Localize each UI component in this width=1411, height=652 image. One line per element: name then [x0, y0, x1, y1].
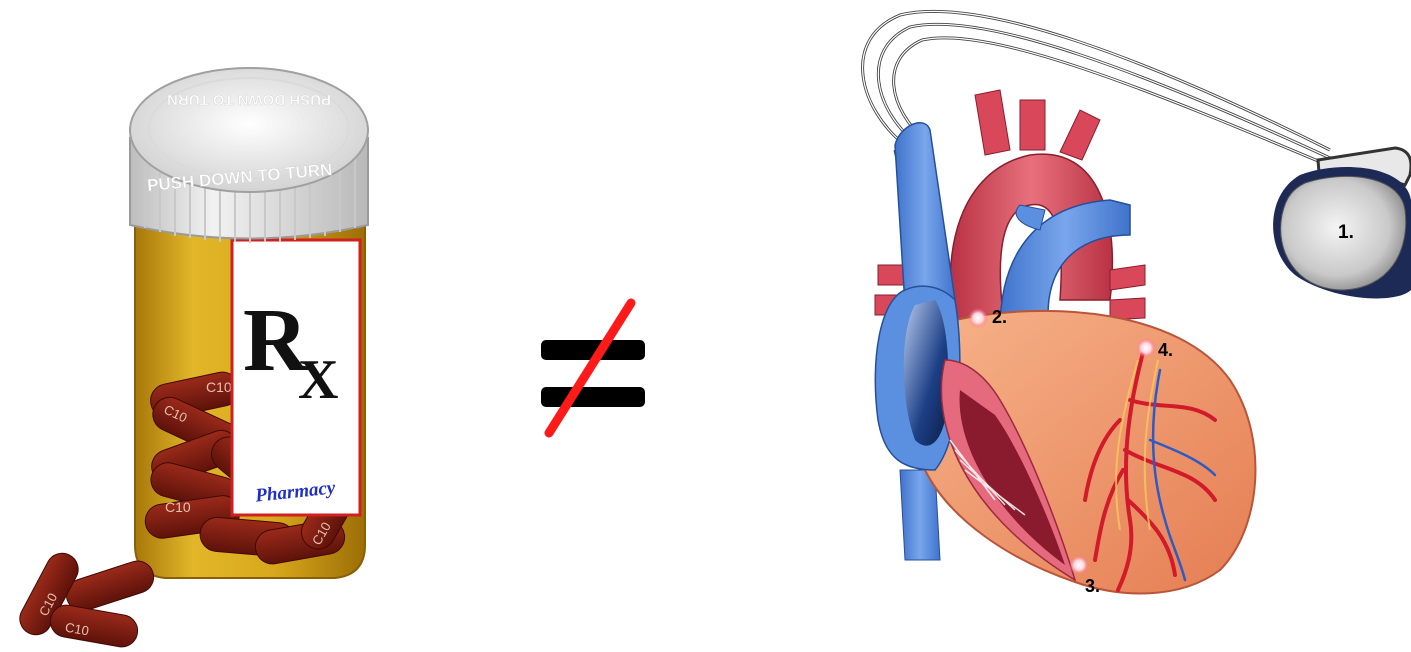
label-1: 1. [1338, 222, 1354, 243]
label-3: 3. [1085, 576, 1100, 596]
label-4: 4. [1158, 340, 1173, 360]
not-equal-strike [549, 303, 631, 433]
bottle-cap: PUSH DOWN TO TURN PUSH DOWN TO TURN [130, 68, 368, 243]
label-2: 2. [992, 307, 1007, 327]
pacemaker-generator: 1. [1273, 148, 1411, 298]
pill-marking: C10 [165, 499, 191, 515]
pacemaker-heart-diagram: 1. [863, 11, 1411, 596]
rx-letter-x: X [298, 349, 338, 411]
pill-marking: C10 [206, 379, 232, 395]
equal-bar-bottom [541, 387, 645, 407]
pill-bottle-illustration: C10 C10 C10 C10 R X Pharmacy [14, 68, 368, 649]
spilled-pills: C10 C10 [14, 548, 158, 650]
cap-text-top: PUSH DOWN TO TURN [167, 91, 331, 108]
prescription-label: R X Pharmacy [232, 240, 360, 515]
not-equal-sign [541, 303, 645, 433]
